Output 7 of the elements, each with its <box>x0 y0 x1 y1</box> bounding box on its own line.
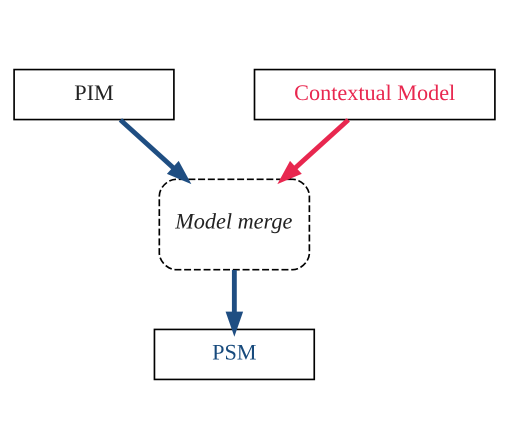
node-box: PSM <box>154 328 316 380</box>
arrow <box>226 270 244 336</box>
arrow <box>277 118 350 184</box>
node-box: PIM <box>13 68 175 120</box>
node-box: Contextual Model <box>254 68 496 120</box>
node-box: Model merge <box>158 178 310 270</box>
arrow <box>118 118 192 184</box>
